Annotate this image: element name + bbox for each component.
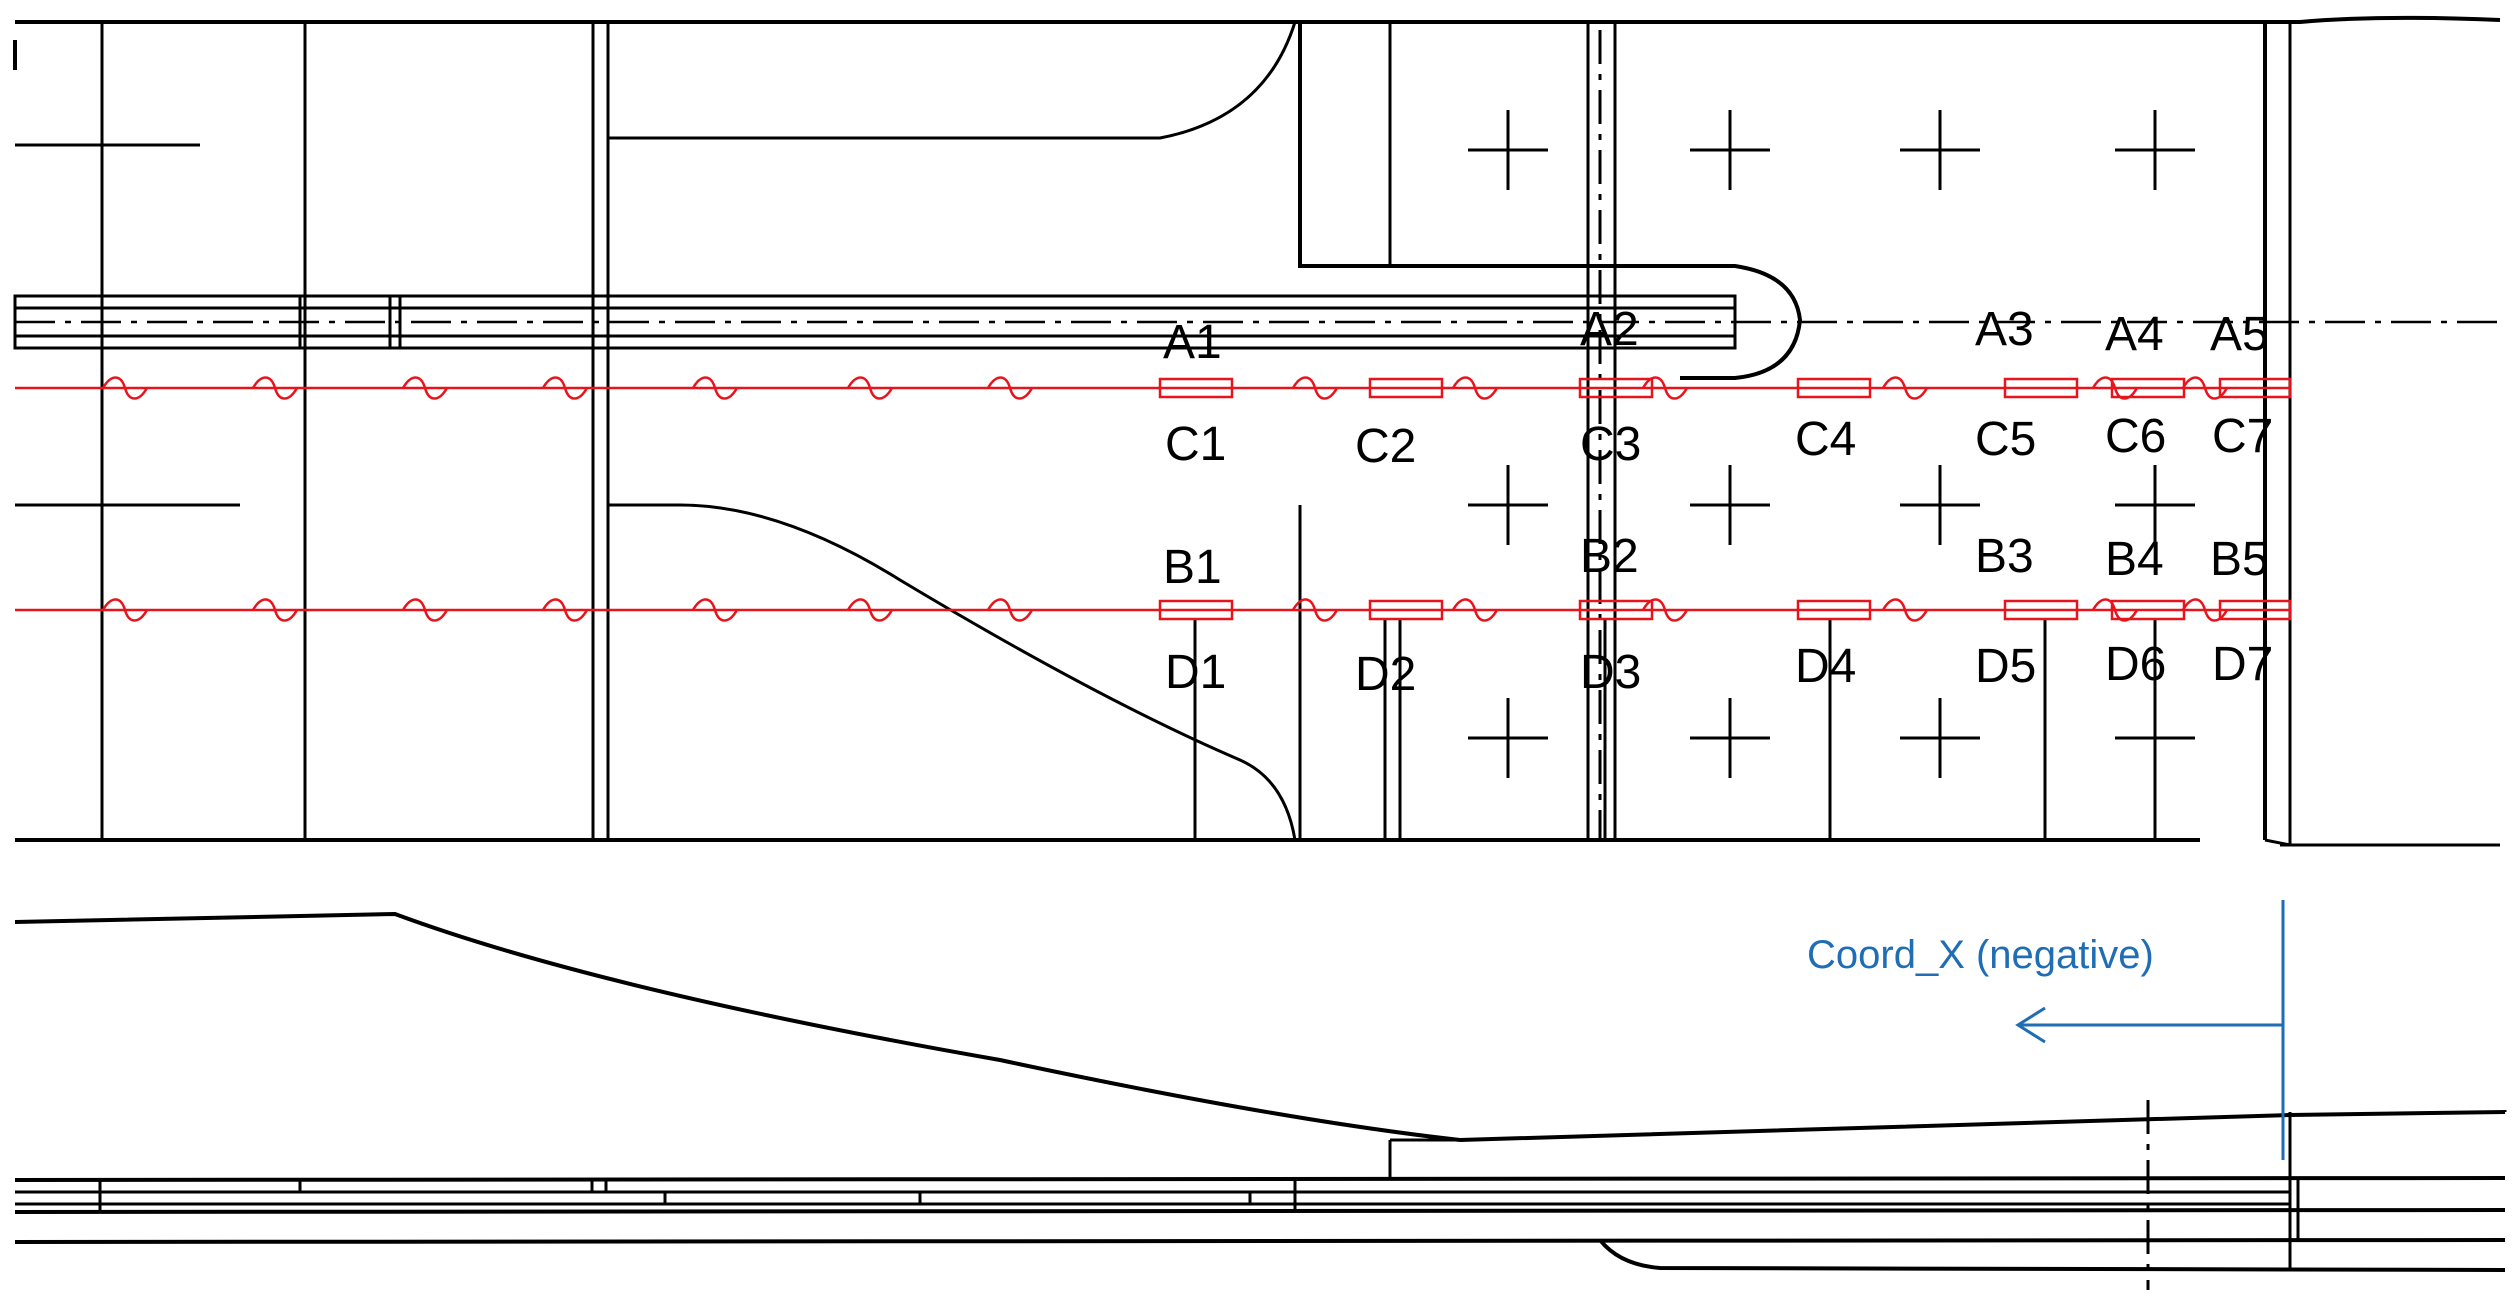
gauge-top-wave-marker bbox=[846, 376, 894, 400]
gauge-top-wave-marker bbox=[101, 376, 149, 400]
gauge-top-wave-marker bbox=[1291, 376, 1339, 400]
gauge-top-gauge-rect bbox=[1796, 377, 1872, 399]
label-d1: D1 bbox=[1165, 646, 1226, 699]
label-d5: D5 bbox=[1975, 640, 2036, 693]
gauge-bottom-wave-marker bbox=[401, 598, 449, 622]
label-b5: B5 bbox=[2210, 533, 2269, 586]
label-b1: B1 bbox=[1163, 541, 1222, 594]
label-c2: C2 bbox=[1355, 420, 1416, 473]
upper-plate bbox=[13, 15, 2505, 847]
gauge-top-wave-marker bbox=[251, 376, 299, 400]
gauge-top-gauge-rect bbox=[1368, 377, 1444, 399]
gauge-bottom-wave-marker bbox=[1291, 598, 1339, 622]
label-d2: D2 bbox=[1355, 648, 1416, 701]
gauge-top-gauge-rect bbox=[2003, 377, 2079, 399]
gauge-bottom-gauge-rect bbox=[2110, 599, 2186, 621]
gauge-top-gauge-rect bbox=[2218, 377, 2292, 399]
gauge-top-wave-marker bbox=[1881, 376, 1929, 400]
label-a4: A4 bbox=[2105, 308, 2164, 361]
label-a1: A1 bbox=[1163, 316, 1222, 369]
label-d6: D6 bbox=[2105, 638, 2166, 691]
fixture-ticks bbox=[1193, 620, 2157, 840]
gauge-top-wave-marker bbox=[1451, 376, 1499, 400]
gauge-bottom-gauge-rect bbox=[2003, 599, 2079, 621]
gauge-bottom-wave-marker bbox=[541, 598, 589, 622]
label-c7: C7 bbox=[2212, 410, 2273, 463]
gauge-bottom-gauge-rect bbox=[1796, 599, 1872, 621]
lower-plate bbox=[14, 911, 2507, 1290]
label-b4: B4 bbox=[2105, 533, 2164, 586]
gauge-bottom-wave-marker bbox=[986, 598, 1034, 622]
label-b3: B3 bbox=[1975, 530, 2034, 583]
gauge-top-wave-marker bbox=[401, 376, 449, 400]
gauge-line-top bbox=[15, 376, 2292, 400]
gauge-bottom-gauge-rect bbox=[1578, 599, 1654, 621]
axis-annotation: Coord_X (negative) bbox=[1807, 900, 2285, 1160]
axis-label: Coord_X (negative) bbox=[1807, 933, 2154, 977]
gauge-bottom-wave-marker bbox=[691, 598, 739, 622]
label-c3: C3 bbox=[1580, 418, 1641, 471]
gauge-bottom-gauge-rect bbox=[2218, 599, 2292, 621]
label-b2: B2 bbox=[1580, 530, 1639, 583]
label-d3: D3 bbox=[1580, 646, 1641, 699]
arrow-left-icon bbox=[2015, 1006, 2046, 1044]
labels-row-b: B1 B2 B3 B4 B5 bbox=[1163, 530, 2269, 594]
gauge-bottom-gauge-rect bbox=[1368, 599, 1444, 621]
labels-row-d: D1 D2 D3 D4 D5 D6 D7 bbox=[1165, 638, 2273, 701]
gauge-top-gauge-rect bbox=[1578, 377, 1654, 399]
label-d7: D7 bbox=[2212, 638, 2273, 691]
gauge-line-bottom bbox=[15, 598, 2292, 622]
label-a5: A5 bbox=[2210, 308, 2269, 361]
gauge-bottom-wave-marker bbox=[1451, 598, 1499, 622]
gauge-bottom-gauge-rect bbox=[1158, 599, 1234, 621]
labels-row-c: C1 C2 C3 C4 C5 C6 C7 bbox=[1165, 410, 2273, 473]
gauge-top-wave-marker bbox=[691, 376, 739, 400]
labels-row-a: A1 A2 A3 A4 A5 bbox=[1163, 303, 2269, 369]
gauge-bottom-wave-marker bbox=[101, 598, 149, 622]
label-c1: C1 bbox=[1165, 418, 1226, 471]
gauge-bottom-wave-marker bbox=[1881, 598, 1929, 622]
label-c6: C6 bbox=[2105, 410, 2166, 463]
gauge-bottom-wave-marker bbox=[846, 598, 894, 622]
bolt-marks bbox=[1468, 110, 2195, 778]
label-a2: A2 bbox=[1580, 303, 1639, 356]
label-a3: A3 bbox=[1975, 303, 2034, 356]
label-c5: C5 bbox=[1975, 413, 2036, 466]
gauge-top-gauge-rect bbox=[2110, 377, 2186, 399]
gauge-top-wave-marker bbox=[541, 376, 589, 400]
gauge-bottom-wave-marker bbox=[251, 598, 299, 622]
gauge-top-gauge-rect bbox=[1158, 377, 1234, 399]
label-c4: C4 bbox=[1795, 413, 1856, 466]
gauge-top-wave-marker bbox=[986, 376, 1034, 400]
label-d4: D4 bbox=[1795, 640, 1856, 693]
